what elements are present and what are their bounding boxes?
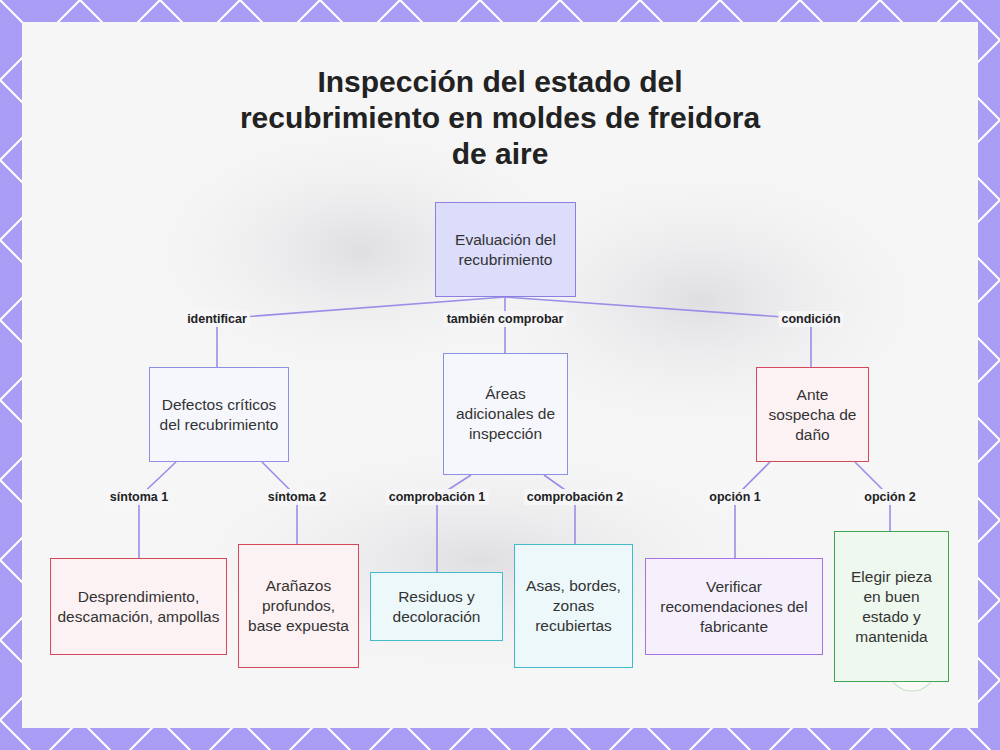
- concept-box: Arañazos profundos, base expuesta: [238, 544, 359, 668]
- concept-box: Defectos críticos del recubrimiento: [149, 367, 289, 462]
- box-text-group: Elegir pieza en buen estado y mantenida: [841, 567, 942, 647]
- edge-label: síntoma 1: [107, 489, 171, 505]
- concept-box: Ante sospecha de daño: [756, 367, 869, 462]
- edge-label: síntoma 2: [265, 489, 329, 505]
- box-text: Desprendimiento, descamación, ampollas: [57, 587, 220, 627]
- box-text-group: Verificar recomendaciones del fabricante: [652, 577, 816, 637]
- edge-label: también comprobar: [444, 311, 567, 327]
- box-text: Verificar recomendaciones del fabricante: [652, 577, 816, 637]
- box-text-group: Evaluación del recubrimiento: [442, 230, 569, 270]
- edge-label: opción 1: [706, 489, 763, 505]
- edge-label: condición: [778, 311, 843, 327]
- box-text: Áreas adicionales de inspección: [450, 384, 561, 444]
- concept-box: Desprendimiento, descamación, ampollas: [50, 558, 227, 655]
- box-text-group: Áreas adicionales de inspección: [450, 384, 561, 444]
- connector-line: [735, 462, 770, 558]
- box-text: Arañazos profundos, base expuesta: [245, 576, 352, 636]
- box-text: Defectos críticos del recubrimiento: [156, 395, 282, 435]
- concept-box: Verificar recomendaciones del fabricante: [645, 558, 823, 655]
- box-text: Residuos y decoloración: [377, 587, 496, 627]
- box-text: Elegir pieza en buen estado y mantenida: [841, 567, 942, 647]
- concept-box: Residuos y decoloración: [370, 572, 503, 641]
- edge-label: comprobación 1: [386, 489, 489, 505]
- box-text: Evaluación del recubrimiento: [442, 230, 569, 270]
- box-text-group: Ante sospecha de daño: [763, 385, 862, 445]
- box-text-group: Asas, bordes, zonas recubiertas: [521, 576, 626, 636]
- concept-box: Asas, bordes, zonas recubiertas: [514, 544, 633, 668]
- edge-label: identificar: [184, 311, 250, 327]
- edge-label: opción 2: [861, 489, 918, 505]
- connector-line: [544, 475, 575, 544]
- box-text: Ante sospecha de daño: [763, 385, 862, 445]
- box-text-group: Arañazos profundos, base expuesta: [245, 576, 352, 636]
- concept-box: Elegir pieza en buen estado y mantenida: [834, 531, 949, 682]
- box-text-group: Desprendimiento, descamación, ampollas: [57, 587, 220, 627]
- connector-line: [139, 462, 176, 558]
- edge-label: comprobación 2: [524, 489, 627, 505]
- diagram-title: Inspección del estado del recubrimiento …: [225, 64, 775, 172]
- concept-box: Áreas adicionales de inspección: [443, 353, 568, 475]
- root-box: Evaluación del recubrimiento: [435, 202, 576, 297]
- box-text-group: Residuos y decoloración: [377, 587, 496, 627]
- box-text: Asas, bordes, zonas recubiertas: [521, 576, 626, 636]
- box-text-group: Defectos críticos del recubrimiento: [156, 395, 282, 435]
